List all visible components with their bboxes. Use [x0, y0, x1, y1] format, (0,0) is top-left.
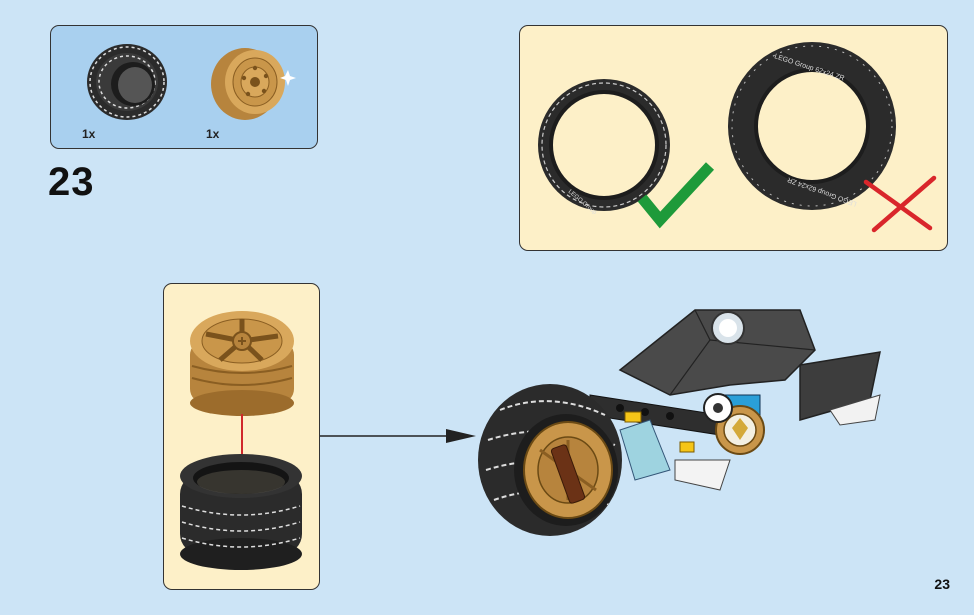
rim-quantity: 1x — [206, 127, 220, 141]
tire-quantity: 1x — [82, 127, 96, 141]
page-number: 23 — [934, 576, 950, 592]
tire-part-image — [87, 44, 167, 120]
rim-part-image — [211, 48, 296, 120]
check-mark-icon — [637, 162, 715, 229]
callout-pointer-arrow — [320, 429, 476, 443]
cross-mark-icon — [863, 175, 937, 233]
parts-list-box: 1x 1x — [50, 25, 318, 149]
wheel-subassembly-box — [163, 283, 320, 590]
step-number: 23 — [48, 160, 95, 204]
tire-image — [180, 454, 302, 570]
correct-tire-image: LEGO Group — [538, 79, 670, 216]
vehicle-model-image — [478, 309, 881, 536]
rim-image — [190, 311, 294, 416]
tire-orientation-tip-box: LEGO Group LEGO Group 62x24 ZR LEGO Grou… — [519, 25, 948, 251]
wrong-tire-image: LEGO Group 62x24 ZR LEGO Group 62x24 ZR — [728, 42, 896, 210]
